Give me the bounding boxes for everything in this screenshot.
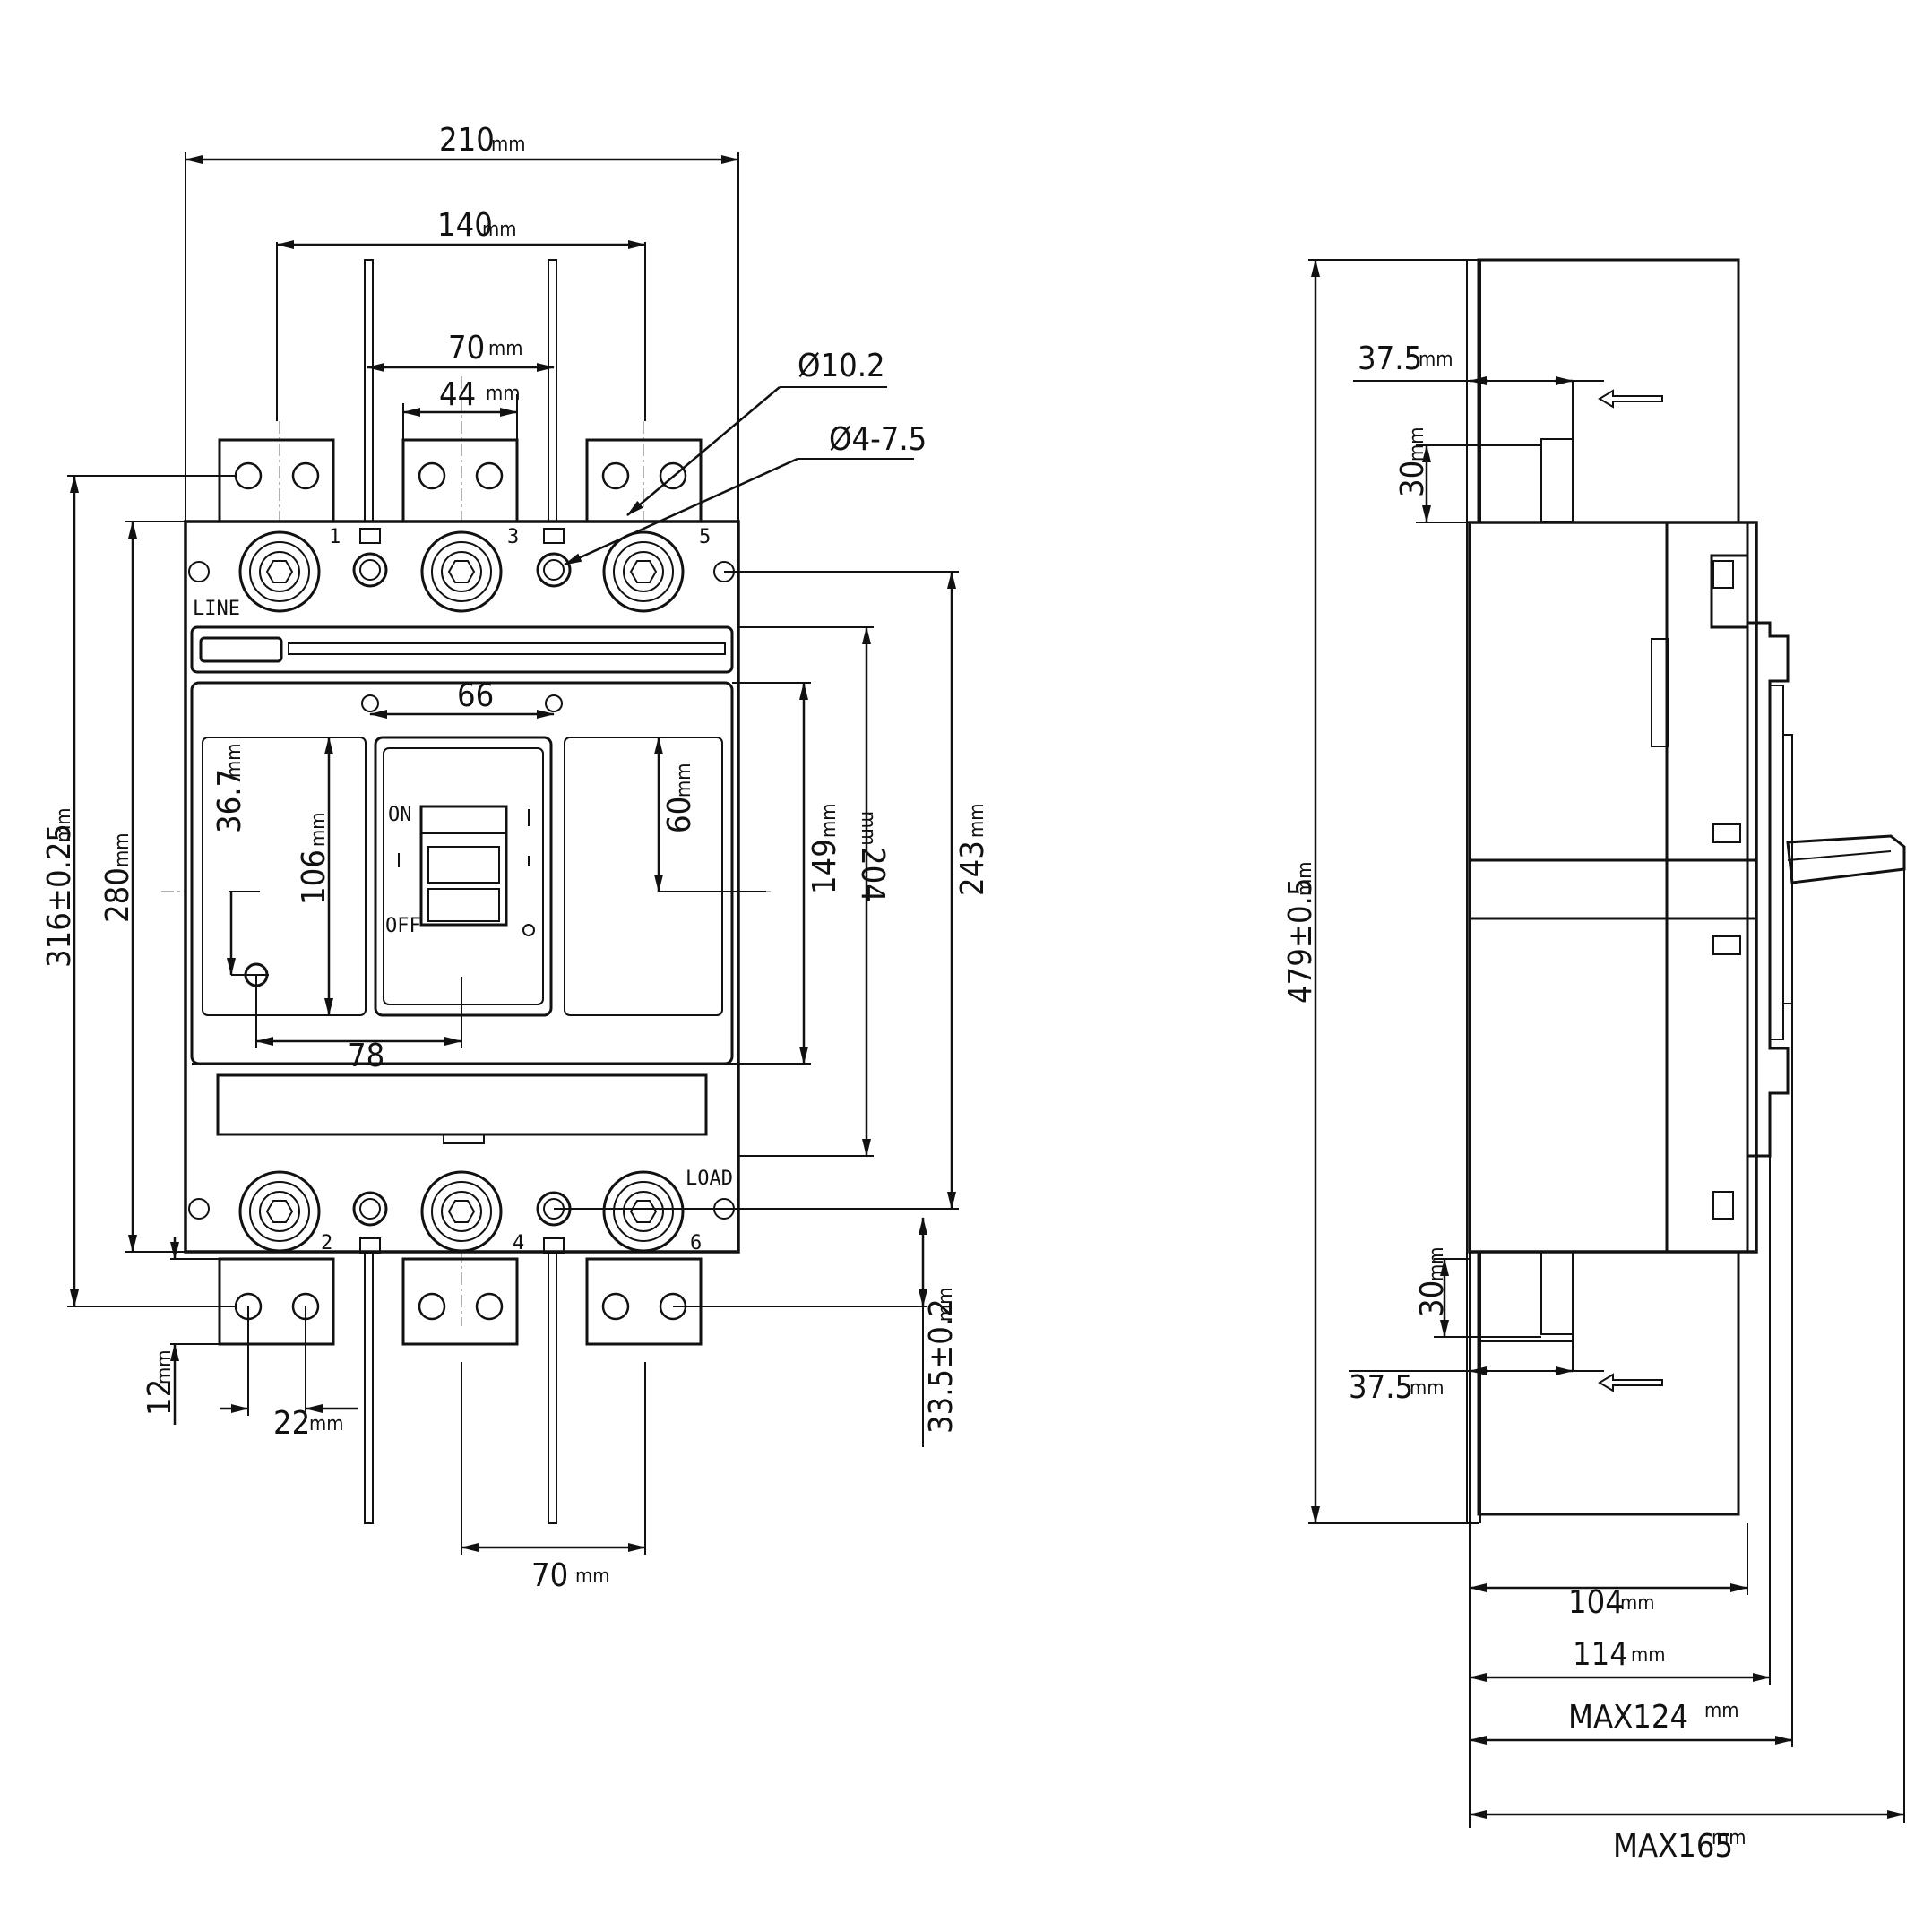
dim-max124: MAX124 <box>1568 1699 1688 1736</box>
dim-210: 210 <box>439 122 495 159</box>
side-dimension-labels: 37.5 mm 37.5 mm 104 mm 114 mm MAX124 mm … <box>1282 341 1747 1865</box>
side-view: 37.5 mm 37.5 mm 104 mm 114 mm MAX124 mm … <box>1282 258 1906 1865</box>
front-view: LINE LOAD ON OFF 1 3 5 2 4 6 <box>41 122 991 1594</box>
dim-max165-unit: mm <box>1712 1827 1747 1849</box>
dim-mount-hole: Ø4-7.5 <box>829 421 927 458</box>
terminal-screws <box>238 530 685 1253</box>
dim-149-unit: mm <box>818 803 841 838</box>
dim-22-unit: mm <box>309 1413 344 1435</box>
dim-106: 106 <box>296 849 332 905</box>
dim-140-unit: mm <box>482 219 517 241</box>
dim-22: 22 <box>273 1405 310 1442</box>
dim-70-top-unit: mm <box>488 338 523 360</box>
off-label: OFF <box>385 915 421 937</box>
dim-243-unit: mm <box>966 803 988 838</box>
terminal-screw-3 <box>420 530 503 613</box>
top-bus-pads <box>218 438 703 527</box>
dim-33-5-unit: mm <box>935 1287 957 1322</box>
dim-479-unit: mm <box>1294 861 1316 896</box>
dim-terminal-hole: Ø10.2 <box>798 348 885 384</box>
dim-280-unit: mm <box>111 832 134 867</box>
dim-280: 280 <box>99 867 136 923</box>
dim-316-unit: mm <box>53 807 75 842</box>
dim-30-top: 30 <box>1394 461 1431 497</box>
terminal-number-5: 5 <box>699 526 711 548</box>
dim-70-bottom-unit: mm <box>575 1565 610 1588</box>
dim-37-5-top: 37.5 <box>1358 341 1422 377</box>
dim-78: 78 <box>348 1038 384 1074</box>
terminal-screw-4 <box>420 1170 503 1253</box>
dim-12-unit: mm <box>153 1349 176 1384</box>
dim-12: 12 <box>142 1379 178 1416</box>
side-breaker-body <box>1468 521 1906 1254</box>
bottom-bus-pads <box>218 1257 703 1346</box>
dim-70-bottom: 70 <box>531 1557 568 1594</box>
dim-33-5: 33.5±0.2 <box>923 1298 960 1434</box>
dim-70-top: 70 <box>448 330 485 366</box>
dim-316: 316±0.25 <box>41 823 78 968</box>
terminal-number-1: 1 <box>329 526 341 548</box>
line-label: LINE <box>193 598 240 620</box>
dim-60-unit: mm <box>673 763 695 797</box>
terminal-screw-5 <box>602 530 685 613</box>
dim-44-unit: mm <box>486 383 521 405</box>
front-dimension-labels: 210 mm 140 mm 70 mm 44 mm Ø10.2 Ø4-7.5 6… <box>41 122 991 1594</box>
dim-max124-unit: mm <box>1704 1700 1739 1722</box>
terminal-number-4: 4 <box>513 1232 524 1254</box>
side-dimensions <box>1308 259 1905 1828</box>
dim-max165: MAX165 <box>1613 1828 1733 1865</box>
dim-114-unit: mm <box>1631 1644 1666 1667</box>
breaker-body <box>184 520 740 1254</box>
on-label: ON <box>388 804 412 826</box>
dim-243: 243 <box>954 841 991 896</box>
dim-36-7-unit: mm <box>223 743 246 778</box>
dim-204-unit: mm <box>857 811 879 846</box>
dim-60: 60 <box>661 797 698 833</box>
dim-30-top-unit: mm <box>1406 427 1428 461</box>
front-dimensions <box>67 152 959 1555</box>
dim-140: 140 <box>437 207 493 244</box>
terminal-screw-2 <box>238 1170 321 1253</box>
dim-210-unit: mm <box>491 134 526 156</box>
dim-204: 204 <box>854 847 891 902</box>
terminal-number-6: 6 <box>690 1232 702 1254</box>
dim-44: 44 <box>439 376 476 413</box>
dim-36-7: 36.7 <box>211 769 248 833</box>
dim-37-5-bottom: 37.5 <box>1349 1369 1413 1406</box>
terminal-screw-1 <box>238 530 321 613</box>
dim-66: 66 <box>457 677 494 714</box>
terminal-screw-6 <box>602 1170 685 1253</box>
dim-114: 114 <box>1573 1636 1628 1673</box>
dim-30-bottom-unit: mm <box>1426 1246 1448 1281</box>
load-label: LOAD <box>686 1168 733 1190</box>
side-force-arrows <box>1598 389 1663 1392</box>
dim-37-5-top-unit: mm <box>1419 349 1453 371</box>
dim-106-unit: mm <box>307 812 330 847</box>
dim-37-5-bottom-unit: mm <box>1410 1377 1445 1400</box>
dim-479: 479±0.5 <box>1282 878 1319 1004</box>
dim-30-bottom: 30 <box>1414 1280 1451 1317</box>
dim-104-unit: mm <box>1620 1592 1655 1615</box>
terminal-number-2: 2 <box>321 1232 332 1254</box>
terminal-number-3: 3 <box>507 526 519 548</box>
dim-104: 104 <box>1568 1584 1624 1621</box>
dim-149: 149 <box>806 839 843 894</box>
operating-handle <box>374 736 553 1017</box>
